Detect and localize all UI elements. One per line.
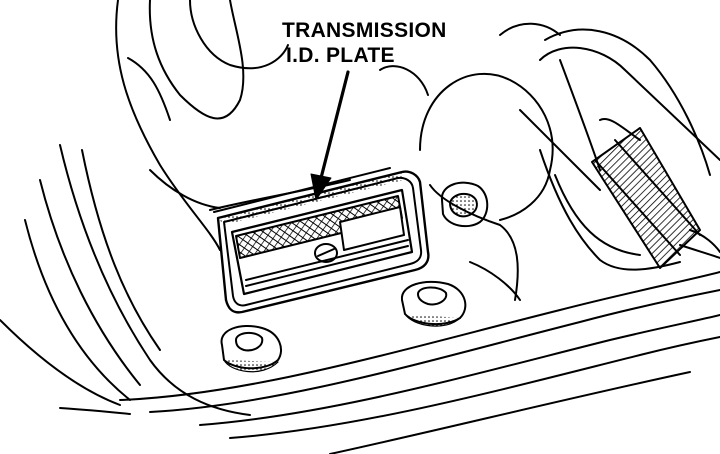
plate-recess — [213, 167, 430, 314]
callout-arrow — [310, 70, 350, 201]
bolt-upper-right — [440, 181, 489, 228]
id-plate — [230, 188, 414, 296]
recess-shading-top — [218, 172, 404, 225]
callout-line-1: TRANSMISSION — [282, 19, 447, 42]
cylinder-end — [689, 229, 720, 253]
callout-label: TRANSMISSION I.D. PLATE — [282, 18, 447, 68]
pan-flange-lines — [59, 271, 720, 454]
callout-line-2: I.D. PLATE — [286, 44, 395, 67]
plate-screw — [314, 243, 338, 263]
cylinder-hatched-band — [591, 127, 701, 269]
bolt-left — [220, 325, 282, 373]
casting-right-contours — [379, 22, 711, 301]
housing-outline — [0, 0, 351, 416]
bolt-right — [400, 280, 467, 327]
